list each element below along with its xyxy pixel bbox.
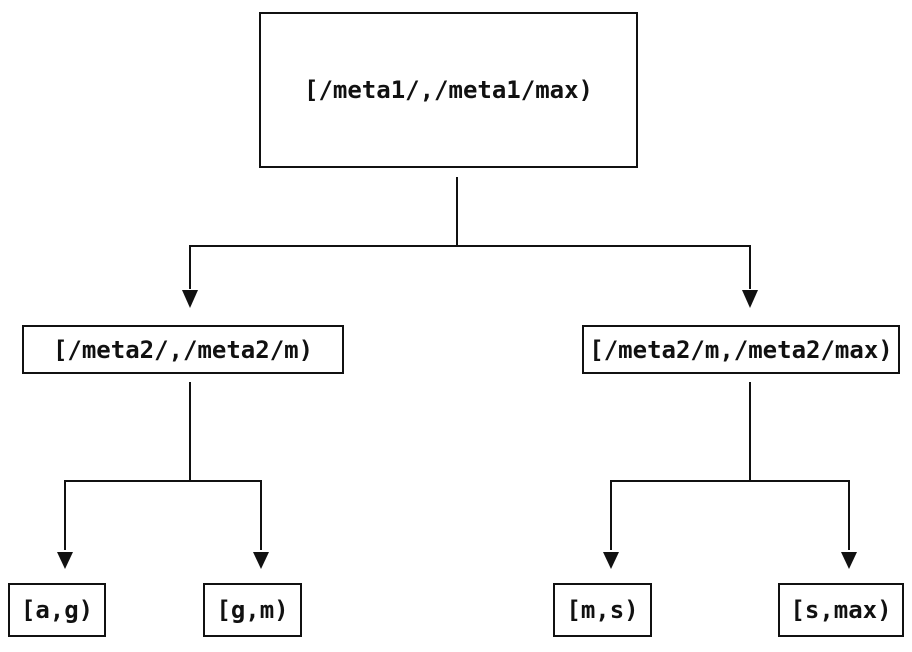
tree-node-label: [m,s) bbox=[566, 596, 639, 624]
tree-node-label: [g,m) bbox=[216, 596, 289, 624]
arrowheads bbox=[57, 290, 857, 569]
arrow-down-icon bbox=[182, 290, 198, 308]
tree-node-meta2-high: [/meta2/m,/meta2/max) bbox=[582, 325, 900, 374]
tree-node-leaf-smax: [s,max) bbox=[778, 583, 904, 637]
tree-node-label: [/meta1/,/meta1/max) bbox=[304, 76, 593, 104]
tree-node-label: [a,g) bbox=[20, 596, 94, 624]
arrow-down-icon bbox=[57, 552, 73, 569]
tree-node-label: [/meta2/,/meta2/m) bbox=[52, 335, 314, 364]
arrow-down-icon bbox=[253, 552, 269, 569]
tree-node-meta2-low: [/meta2/,/meta2/m) bbox=[22, 325, 344, 374]
tree-node-root: [/meta1/,/meta1/max) bbox=[259, 12, 638, 168]
tree-node-leaf-gm: [g,m) bbox=[203, 583, 302, 637]
tree-node-label: [/meta2/m,/meta2/max) bbox=[589, 335, 893, 364]
edge-lines bbox=[64, 177, 850, 550]
tree-node-label: [s,max) bbox=[790, 596, 892, 624]
arrow-down-icon bbox=[603, 552, 619, 569]
arrow-down-icon bbox=[742, 290, 758, 308]
tree-node-leaf-ag: [a,g) bbox=[8, 583, 106, 637]
arrow-down-icon bbox=[841, 552, 857, 569]
tree-node-leaf-ms: [m,s) bbox=[553, 583, 652, 637]
